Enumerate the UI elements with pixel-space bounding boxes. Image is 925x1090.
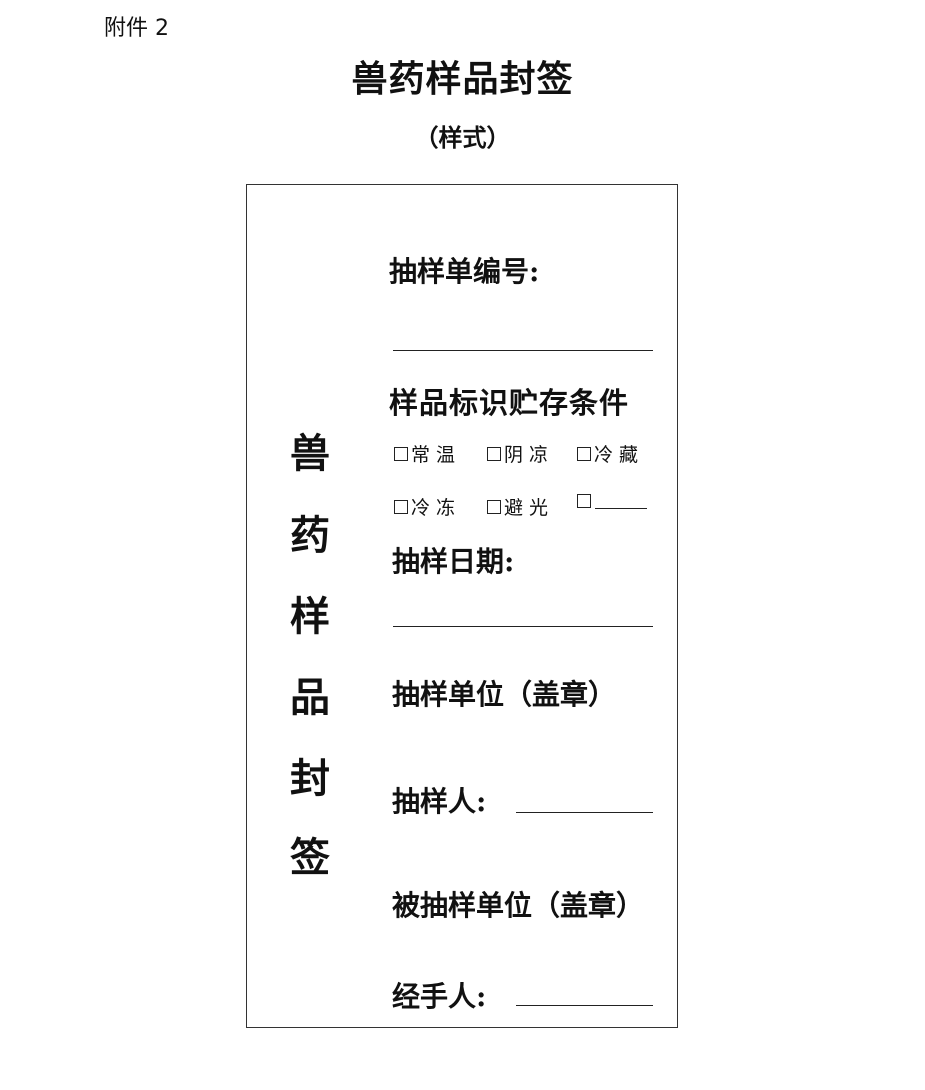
storage-option-label: 阴 凉 — [504, 444, 549, 466]
sample-number-label: 抽样单编号: — [389, 255, 540, 288]
storage-option-frozen[interactable]: 冷 冻 — [394, 493, 455, 520]
storage-condition-label: 样品标识贮存条件 — [389, 386, 630, 420]
checkbox-icon[interactable] — [577, 494, 591, 508]
vertical-title-char: 品 — [290, 674, 330, 721]
seal-form-box — [246, 184, 678, 1028]
sampling-date-field[interactable] — [393, 626, 653, 627]
storage-option-label: 冷 藏 — [594, 444, 639, 466]
page-title: 兽药样品封签 — [351, 58, 574, 100]
vertical-title-char: 签 — [290, 834, 330, 881]
storage-option-room-temp[interactable]: 常 温 — [394, 440, 455, 467]
storage-option-cool[interactable]: 阴 凉 — [487, 440, 548, 467]
sampler-field[interactable] — [516, 812, 653, 813]
sample-number-field[interactable] — [393, 350, 653, 351]
vertical-title-char: 药 — [290, 512, 330, 559]
checkbox-icon[interactable] — [487, 499, 501, 514]
vertical-title-char: 兽 — [290, 430, 330, 477]
storage-option-label: 冷 冻 — [411, 497, 456, 519]
page-subtitle: （样式） — [414, 123, 511, 152]
attachment-label: 附件 2 — [104, 16, 169, 41]
storage-other-blank[interactable] — [595, 493, 647, 509]
sampling-unit-label: 抽样单位（盖章） — [392, 678, 617, 711]
storage-option-label: 避 光 — [504, 497, 549, 519]
checkbox-icon[interactable] — [394, 499, 408, 514]
storage-option-refrigerated[interactable]: 冷 藏 — [577, 440, 638, 467]
storage-option-light-protected[interactable]: 避 光 — [487, 493, 548, 520]
storage-option-other[interactable] — [577, 493, 647, 509]
storage-option-label: 常 温 — [411, 444, 456, 466]
vertical-title-char: 样 — [290, 593, 330, 640]
sampler-label: 抽样人: — [392, 785, 487, 818]
checkbox-icon[interactable] — [487, 446, 501, 461]
checkbox-icon[interactable] — [577, 446, 591, 461]
sampling-date-label: 抽样日期: — [392, 545, 515, 578]
handler-field[interactable] — [516, 1005, 653, 1006]
checkbox-icon[interactable] — [394, 446, 408, 461]
handler-label: 经手人: — [392, 980, 487, 1013]
sampled-unit-label: 被抽样单位（盖章） — [392, 889, 645, 922]
vertical-title-char: 封 — [290, 755, 330, 802]
